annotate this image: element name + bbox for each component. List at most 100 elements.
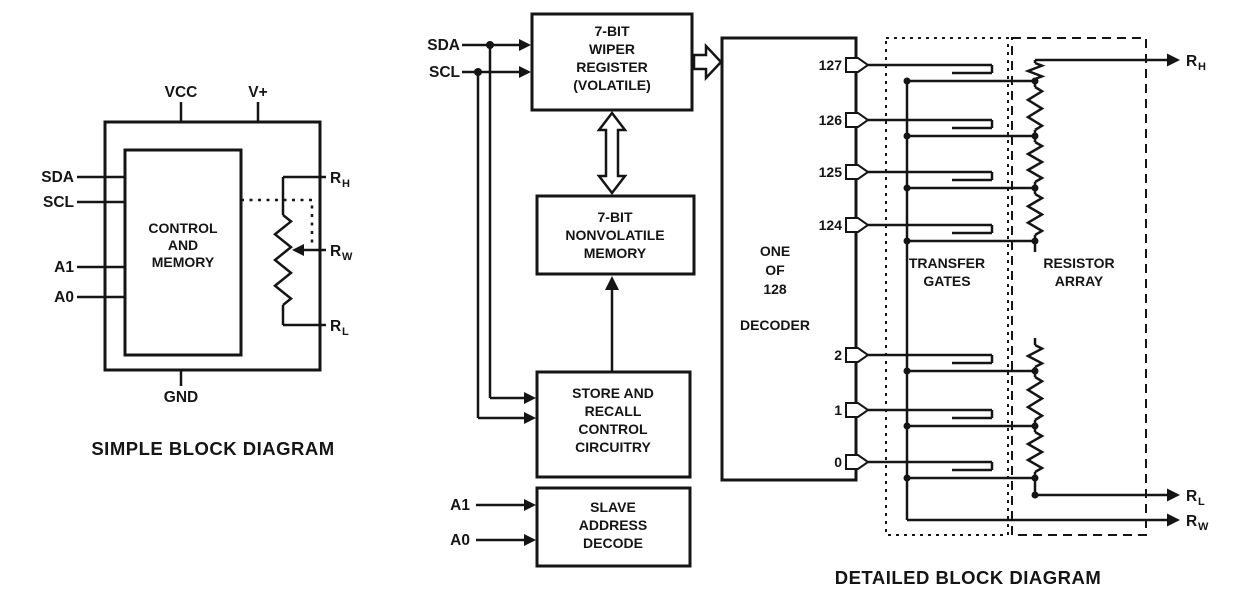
store-recall-line1: STORE AND <box>572 385 654 401</box>
decoder-line3: 128 <box>763 281 787 297</box>
gnd-pin-label: GND <box>164 389 198 406</box>
rh-output-label: R <box>1186 53 1197 70</box>
transfer-gate-icon <box>952 120 994 138</box>
wiper-register-box <box>530 12 694 112</box>
rl-terminal-label: R <box>330 318 341 335</box>
rh-terminal-subscript: H <box>342 178 350 190</box>
sda-pin-label: SDA <box>41 169 74 186</box>
decoder-tap-row-0: 0 <box>834 454 1039 482</box>
decoder-tap-row-127: 127 <box>819 57 1039 85</box>
transfer-gates-dotted-box <box>885 37 1009 536</box>
tap-number-label: 1 <box>834 402 842 418</box>
scl-pin-label: SCL <box>43 194 74 211</box>
potentiometer-resistor-icon <box>273 214 293 306</box>
wiper-control-dotted-line <box>241 198 314 248</box>
control-memory-text-line3: MEMORY <box>152 254 215 270</box>
decoder-box <box>720 36 858 482</box>
sda-store-arrowhead-icon <box>524 392 536 404</box>
nonvolatile-line1: 7-BIT <box>598 209 633 225</box>
wiper-register-line4: (VOLATILE) <box>573 77 651 93</box>
decoder-output-stub-icon <box>845 217 870 233</box>
wiper-register-line2: WIPER <box>589 41 635 57</box>
transfer-gate-icon <box>952 410 994 428</box>
nonvolatile-memory-box <box>535 194 696 276</box>
decoder-output-stub-icon <box>845 112 870 128</box>
resistor-icon <box>1025 192 1045 237</box>
store-to-memory-arrowhead-icon <box>605 276 619 290</box>
transfer-gate-icon <box>952 225 994 243</box>
rw-terminal-subscript: W <box>342 251 353 263</box>
rw-output-subscript: W <box>1198 521 1209 533</box>
detailed-block-diagram: SDA SCL 7-BIT WIPER REGISTER (VOLATILE) … <box>427 12 1209 588</box>
resistor-array-dashed-box <box>1011 37 1147 536</box>
transfer-gate-icon <box>952 355 994 373</box>
decoder-tap-row-2: 2 <box>834 347 1039 375</box>
store-recall-box <box>535 370 692 479</box>
transfer-gate-icon <box>952 462 994 480</box>
rl-output-subscript: L <box>1198 496 1205 508</box>
rh-output-arrowhead-icon <box>1167 53 1180 67</box>
a1-pin-label: A1 <box>54 259 74 276</box>
resistor-icon <box>1025 343 1045 369</box>
simple-diagram-caption: SIMPLE BLOCK DIAGRAM <box>91 438 334 459</box>
rw-output-label: R <box>1186 513 1197 530</box>
decoder-output-stub-icon <box>845 57 870 73</box>
a1-arrowhead-icon <box>524 499 536 511</box>
a1-input-label: A1 <box>450 497 470 514</box>
resistor-icon <box>1025 85 1045 132</box>
rl-terminal-subscript: L <box>342 326 349 338</box>
a0-input-label: A0 <box>450 532 470 549</box>
control-memory-box <box>123 148 243 357</box>
resistor-array-label-line2: ARRAY <box>1055 273 1104 289</box>
scl-store-arrowhead-icon <box>524 412 536 424</box>
wiper-register-line1: 7-BIT <box>595 23 630 39</box>
resistor-icon <box>1024 61 1046 81</box>
slave-address-line3: DECODE <box>583 535 643 551</box>
store-recall-line3: CONTROL <box>578 421 648 437</box>
rw-terminal-label: R <box>330 243 341 260</box>
nonvolatile-line2: NONVOLATILE <box>565 227 664 243</box>
decoder-output-stub-icon <box>845 347 870 363</box>
rh-terminal-label: R <box>330 170 341 187</box>
slave-address-line1: SLAVE <box>590 499 636 515</box>
vcc-pin-label: VCC <box>165 84 198 101</box>
store-recall-line4: CIRCUITRY <box>575 439 651 455</box>
transfer-gate-icon <box>952 65 994 83</box>
scl-arrowhead-icon <box>519 66 531 78</box>
resistor-ladder <box>1024 60 1046 499</box>
transfer-gates-label-line1: TRANSFER <box>909 255 985 271</box>
decoder-line2: OF <box>765 262 785 278</box>
bidirectional-arrow-icon <box>596 110 628 196</box>
simple-block-diagram: VCC V+ CONTROL AND MEMORY SDA SCL A1 A0 … <box>41 84 353 459</box>
rl-output-label: R <box>1186 488 1197 505</box>
sda-arrowhead-icon <box>519 39 531 51</box>
transfer-gates-label-line2: GATES <box>923 273 970 289</box>
transfer-gate-icon <box>952 172 994 190</box>
slave-address-line2: ADDRESS <box>579 517 647 533</box>
control-memory-text-line2: AND <box>168 237 198 253</box>
resistor-icon <box>1025 375 1045 422</box>
decoder-line1: ONE <box>760 243 790 259</box>
resistor-array-label-line1: RESISTOR <box>1043 255 1114 271</box>
decoder-tap-row-125: 125 <box>819 164 1039 192</box>
resistor-icon <box>1025 140 1045 184</box>
rl-output-arrowhead-icon <box>1167 488 1180 502</box>
tap-number-label: 124 <box>819 217 843 233</box>
a0-arrowhead-icon <box>524 534 536 546</box>
nonvolatile-line3: MEMORY <box>584 245 647 261</box>
tap-number-label: 2 <box>834 347 842 363</box>
decoder-output-stub-icon <box>845 454 870 470</box>
tap-number-label: 127 <box>819 57 843 73</box>
decoder-output-stub-icon <box>845 164 870 180</box>
tap-number-label: 126 <box>819 112 843 128</box>
tap-number-label: 0 <box>834 454 842 470</box>
rh-output-subscript: H <box>1198 61 1206 73</box>
control-memory-text-line1: CONTROL <box>148 220 218 236</box>
bus-block-arrow-icon <box>692 42 723 82</box>
rw-output-arrowhead-icon <box>1167 513 1180 527</box>
scl-input-label: SCL <box>429 64 460 81</box>
decoder-output-stub-icon <box>845 402 870 418</box>
tap-number-label: 125 <box>819 164 843 180</box>
